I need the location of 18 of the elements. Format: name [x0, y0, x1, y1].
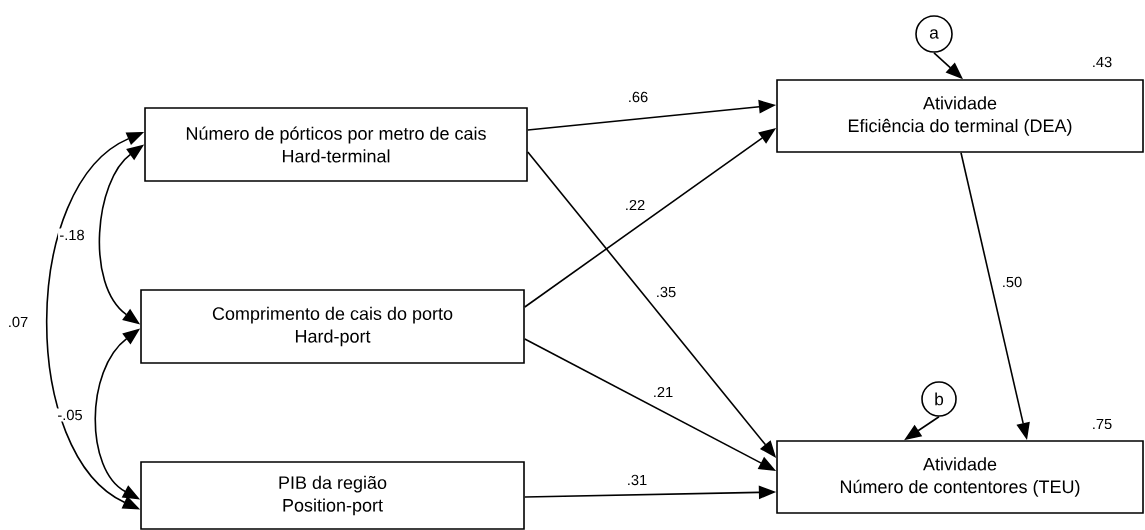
- edge-label: -.05: [56, 408, 84, 422]
- edge-label: .35: [654, 285, 678, 299]
- edge-label: .07: [6, 315, 30, 329]
- edge-label: .50: [1000, 275, 1024, 289]
- variable-box: PIB da região Position-port: [140, 461, 525, 530]
- variable-box: Número de pórticos por metro de cais Hard-terminal: [144, 107, 528, 182]
- circle-node: b: [921, 381, 957, 417]
- edge-label: .22: [623, 198, 647, 212]
- edge-label: -.18: [58, 228, 86, 242]
- circle-node: a: [915, 15, 953, 53]
- r-squared-label: .43: [1093, 56, 1112, 68]
- variable-box: Atividade Eficiência do terminal (DEA): [776, 79, 1144, 153]
- edge-label: .66: [626, 90, 650, 104]
- r-squared-label: .75: [1093, 418, 1112, 430]
- edge-label: .21: [651, 385, 675, 399]
- variable-box: Comprimento de cais do porto Hard-port: [140, 289, 525, 364]
- variable-box: Atividade Número de contentores (TEU): [776, 440, 1144, 514]
- edge-label: .31: [625, 473, 649, 487]
